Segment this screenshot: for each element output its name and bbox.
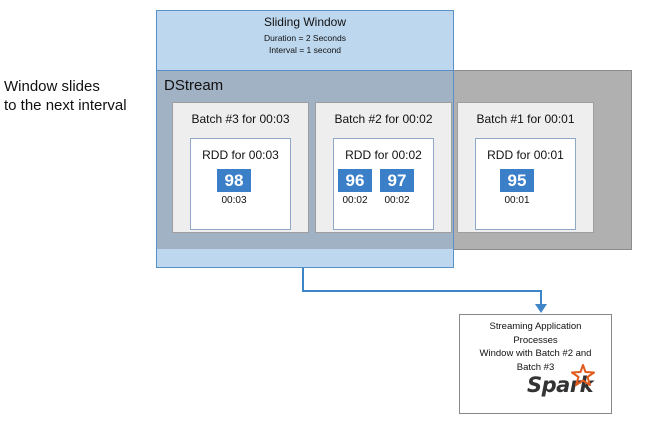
window-interval: Interval = 1 second xyxy=(268,45,342,55)
connector-line-horizontal xyxy=(302,290,542,292)
app-text-line-1: Streaming Application xyxy=(489,321,582,332)
sliding-window-title: Sliding Window xyxy=(263,15,347,29)
record-value-98: 98 xyxy=(217,169,251,192)
streaming-application-box xyxy=(459,314,612,414)
spark-logo: Spark xyxy=(527,373,594,397)
streaming-application-text: Streaming Application Processes Window w… xyxy=(459,320,612,374)
connector-line-down xyxy=(302,268,304,291)
batch-3-title: Batch #3 for 00:03 xyxy=(191,112,290,126)
rdd-1 xyxy=(475,138,576,230)
app-text-line-4: Batch #3 xyxy=(516,361,555,373)
record-time-00-01: 00:01 xyxy=(504,195,530,206)
arrow-head-icon xyxy=(535,304,547,313)
sliding-window-header xyxy=(156,10,454,70)
record-value-97: 97 xyxy=(380,169,414,192)
record-time-00-02-b: 00:02 xyxy=(384,195,410,206)
record-value-95: 95 xyxy=(500,169,534,192)
rdd-2-title: RDD for 00:02 xyxy=(345,148,422,162)
rdd-1-title: RDD for 00:01 xyxy=(487,148,564,162)
caption-line-1: Window slides xyxy=(4,78,100,95)
window-duration: Duration = 2 Seconds xyxy=(264,33,346,43)
window-slides-caption: Window slides to the next interval xyxy=(4,77,154,115)
rdd-3-title: RDD for 00:03 xyxy=(202,148,279,162)
dstream-label: DStream xyxy=(164,77,224,94)
sliding-window-footer xyxy=(156,249,454,268)
batch-1-title: Batch #1 for 00:01 xyxy=(476,112,575,126)
batch-2-title: Batch #2 for 00:02 xyxy=(334,112,433,126)
record-value-96: 96 xyxy=(338,169,372,192)
connector-line-to-app xyxy=(540,290,542,306)
app-text-line-3: Window with Batch #2 and xyxy=(479,348,592,359)
caption-line-2: to the next interval xyxy=(4,97,127,114)
record-time-00-02-a: 00:02 xyxy=(342,195,368,206)
app-text-line-2: Processes xyxy=(513,334,558,346)
record-time-00-03: 00:03 xyxy=(221,195,247,206)
spark-star-icon xyxy=(571,364,595,386)
